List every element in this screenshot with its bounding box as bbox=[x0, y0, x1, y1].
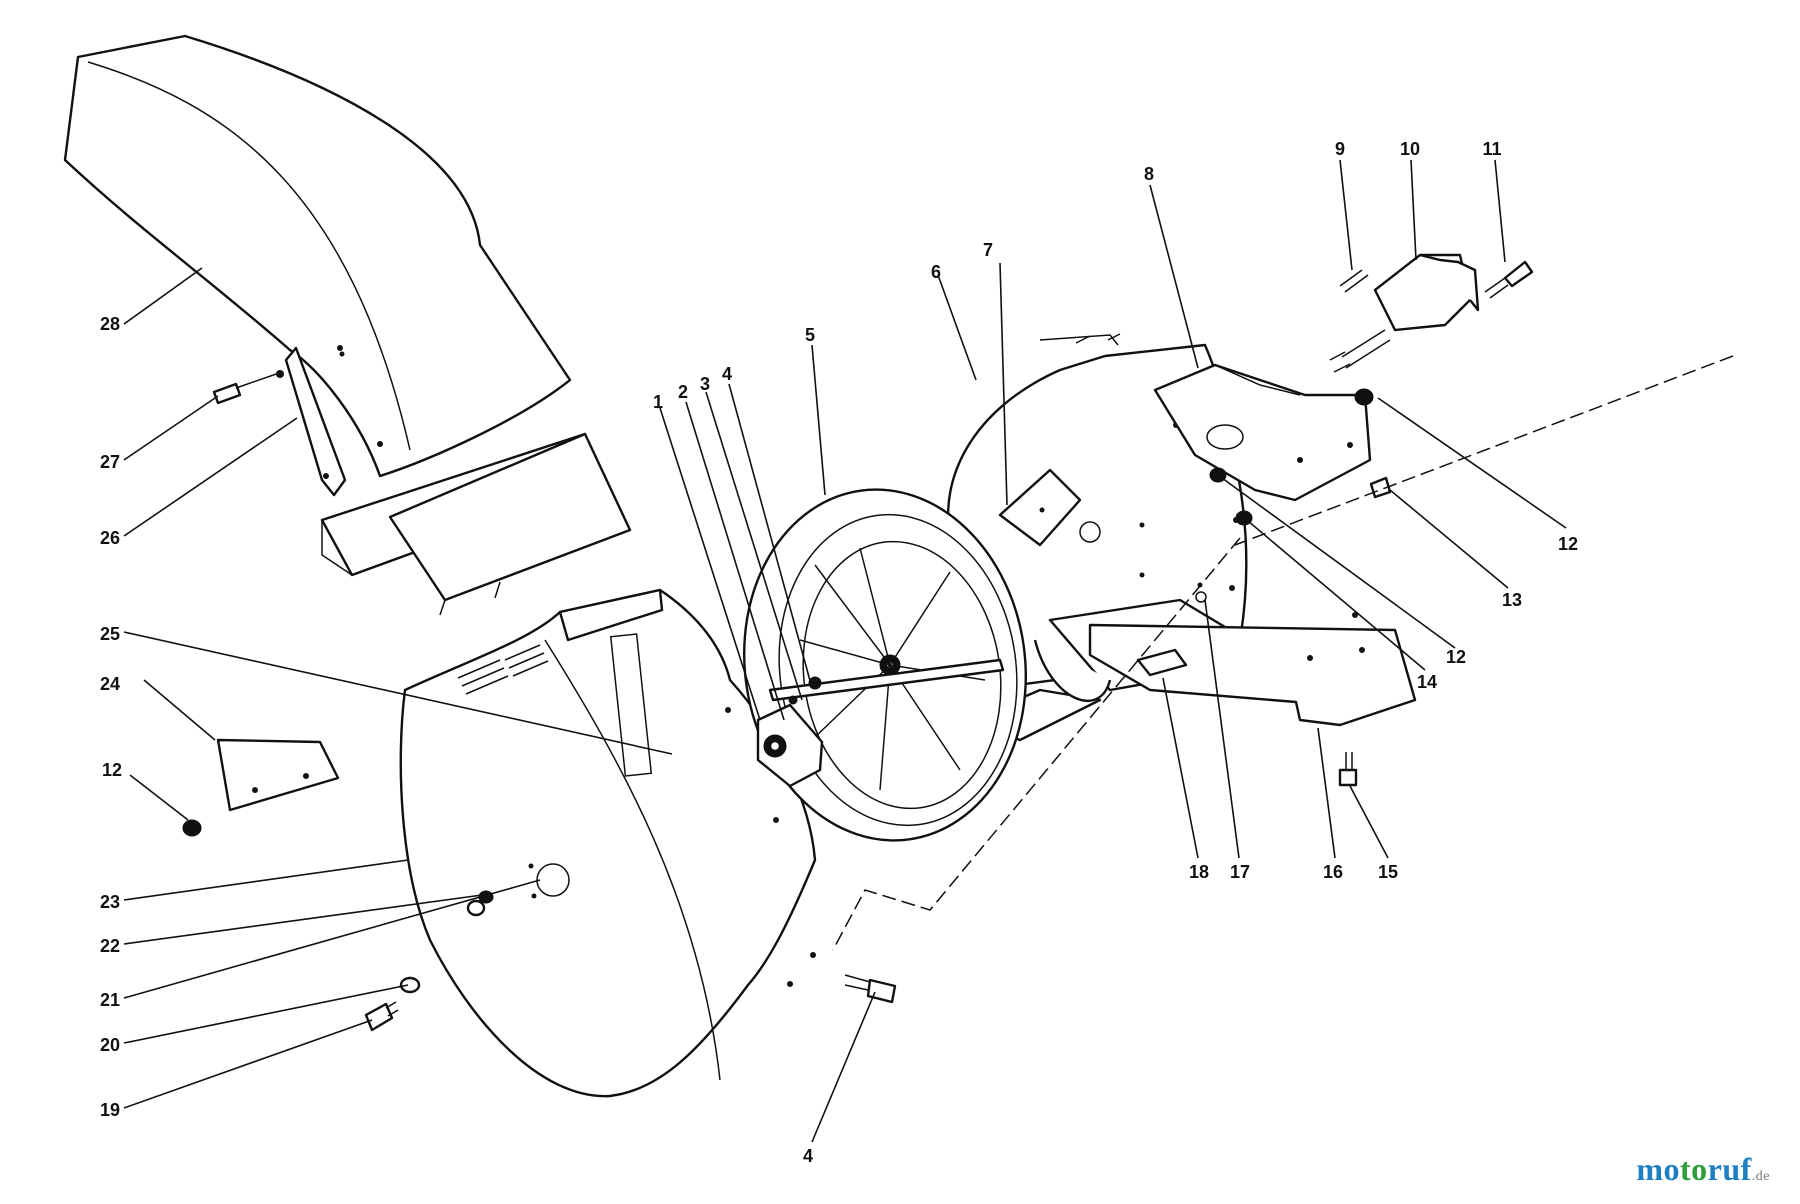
callout-12-right-upper: 12 bbox=[1558, 534, 1578, 554]
chute-adapter bbox=[320, 432, 632, 616]
part-12-nut-left bbox=[182, 819, 202, 837]
part-28-discharge-chute bbox=[63, 34, 572, 478]
part-10-gearbox bbox=[1329, 253, 1480, 373]
parts-1-3-bearing bbox=[756, 676, 824, 788]
part-16-base-plate bbox=[1088, 612, 1417, 727]
callout-15: 15 bbox=[1378, 862, 1398, 882]
callout-23: 23 bbox=[100, 892, 120, 912]
callout-22: 22 bbox=[100, 936, 120, 956]
leader-lines bbox=[123, 159, 1567, 1143]
hardware-19-22 bbox=[364, 890, 494, 1032]
callout-12-left: 12 bbox=[102, 760, 122, 780]
callout-18: 18 bbox=[1189, 862, 1209, 882]
callout-27: 27 bbox=[100, 452, 120, 472]
watermark-part3: ruf bbox=[1707, 1151, 1752, 1187]
watermark-part1: mo bbox=[1636, 1151, 1680, 1187]
callout-9: 9 bbox=[1335, 139, 1345, 159]
part-18-bracket bbox=[1136, 648, 1188, 677]
callout-7: 7 bbox=[983, 240, 993, 260]
watermark-part2: to bbox=[1679, 1151, 1708, 1187]
callout-21: 21 bbox=[100, 990, 120, 1010]
part-8-mount-bracket bbox=[1153, 363, 1372, 502]
part-4-bolt-bottom bbox=[844, 974, 897, 1004]
callout-11: 11 bbox=[1482, 139, 1501, 159]
callout-8: 8 bbox=[1144, 164, 1154, 184]
callout-16: 16 bbox=[1323, 862, 1343, 882]
callout-4-bottom: 4 bbox=[803, 1146, 813, 1166]
assembly-line bbox=[832, 355, 1734, 951]
callout-6: 6 bbox=[931, 262, 941, 282]
callout-10: 10 bbox=[1400, 139, 1420, 159]
callout-19: 19 bbox=[100, 1100, 120, 1120]
callout-12-right-lower: 12 bbox=[1446, 647, 1466, 667]
part-26-deflector-bracket bbox=[276, 346, 347, 497]
callout-4-top: 4 bbox=[722, 364, 732, 384]
callout-24: 24 bbox=[100, 674, 120, 694]
cover-springs bbox=[457, 644, 549, 695]
callout-26: 26 bbox=[100, 528, 120, 548]
callout-20: 20 bbox=[100, 1035, 120, 1055]
callout-2: 2 bbox=[678, 382, 688, 402]
callout-labels: 28 27 26 25 24 12 23 22 21 20 19 1 2 3 4… bbox=[100, 139, 1578, 1166]
callout-28: 28 bbox=[100, 314, 120, 334]
callout-13: 13 bbox=[1502, 590, 1522, 610]
callout-25: 25 bbox=[100, 624, 120, 644]
motoruf-watermark: motoruf.de bbox=[1636, 1151, 1770, 1188]
callout-14: 14 bbox=[1417, 672, 1437, 692]
callout-1: 1 bbox=[653, 392, 663, 412]
callout-17: 17 bbox=[1230, 862, 1250, 882]
callout-5: 5 bbox=[805, 325, 815, 345]
part-27-bolt bbox=[212, 351, 345, 405]
callout-3: 3 bbox=[700, 374, 710, 394]
watermark-suffix: .de bbox=[1751, 1169, 1770, 1184]
part-24-plate bbox=[216, 738, 340, 812]
